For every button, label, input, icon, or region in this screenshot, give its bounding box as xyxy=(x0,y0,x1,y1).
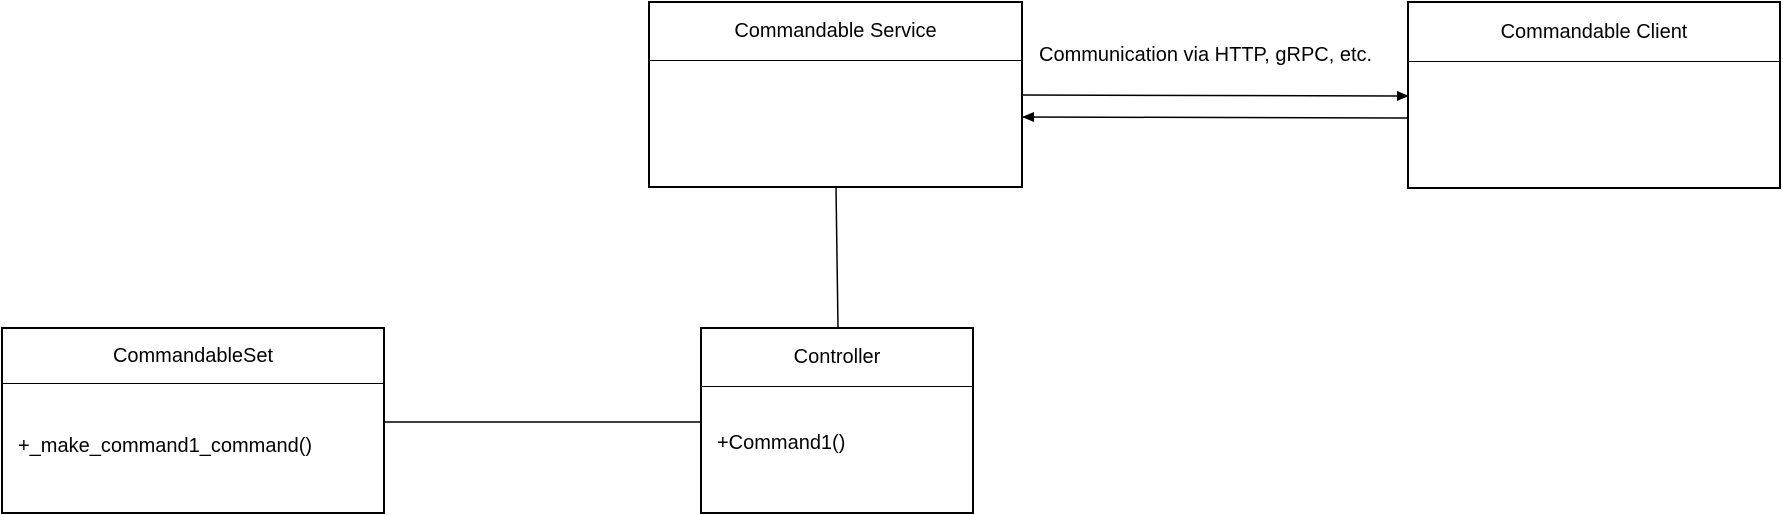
commandable-set-class[interactable]: CommandableSet +_make_command1_command() xyxy=(1,327,385,514)
class-method: +Command1() xyxy=(717,432,846,454)
commandable-client-class-name: Commandable Client xyxy=(1409,3,1779,62)
commandable-set-class-name: CommandableSet xyxy=(3,329,383,384)
commandable-client-class[interactable]: Commandable Client xyxy=(1407,1,1781,189)
client-to-service-arrow xyxy=(1022,112,1409,123)
controller-class[interactable]: Controller +Command1() xyxy=(700,327,974,514)
service-to-client-arrow xyxy=(1021,90,1409,101)
class-method: +_make_command1_command() xyxy=(18,435,313,457)
communication-label: Communication via HTTP, gRPC, etc. xyxy=(1039,44,1373,66)
commandable-service-class[interactable]: Commandable Service xyxy=(648,1,1023,188)
controller-class-name: Controller xyxy=(702,329,972,387)
service-controller-association xyxy=(835,186,839,329)
commandable-service-class-name: Commandable Service xyxy=(650,3,1021,61)
